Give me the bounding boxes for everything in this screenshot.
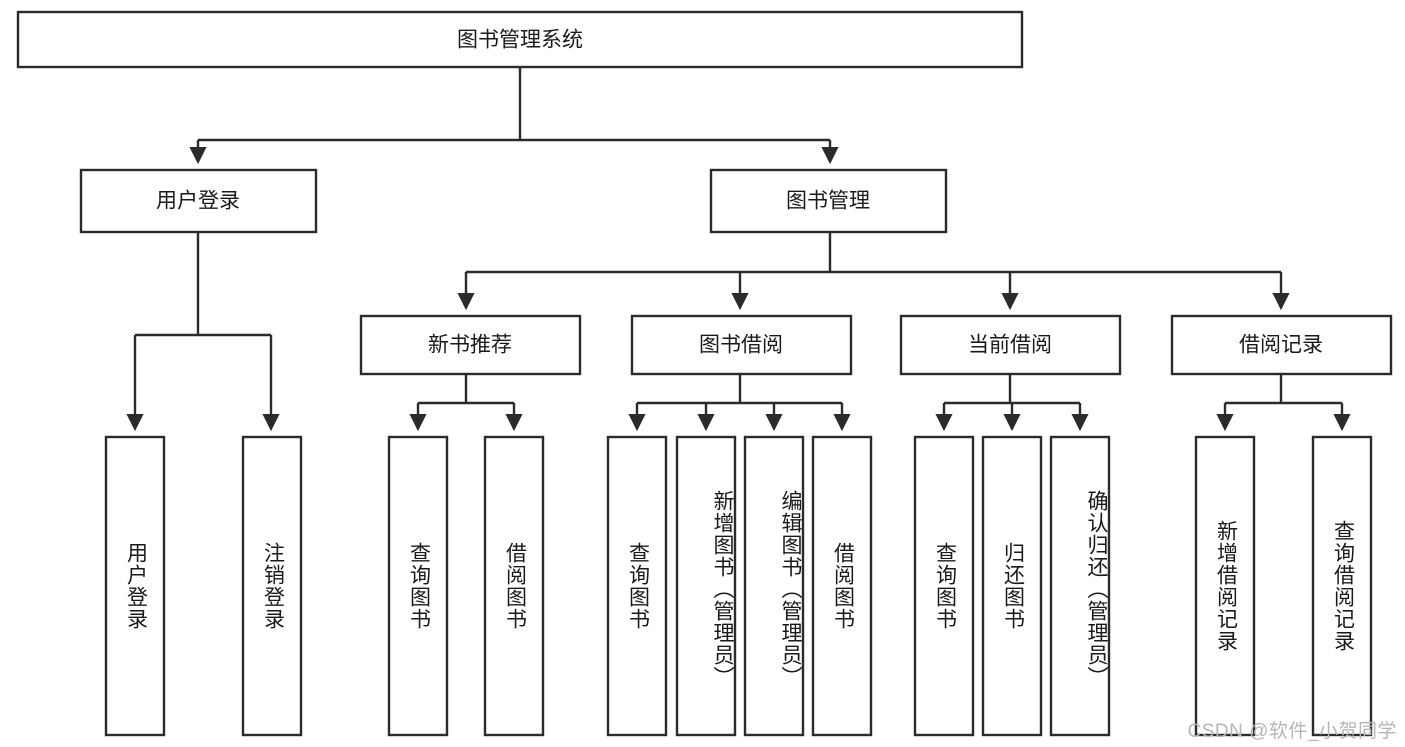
- leaf-box-logout-login[interactable]: [241, 435, 303, 737]
- node-borrow-record-box[interactable]: [1170, 314, 1393, 376]
- leaf-box-add-book[interactable]: [675, 435, 737, 737]
- node-new-book-recommend-label: 新书推荐: [428, 334, 512, 357]
- leaf-box-query-book-2[interactable]: [606, 435, 668, 737]
- leaf-box-edit-book[interactable]: [743, 435, 805, 737]
- leaf-box-query-book-1[interactable]: [387, 435, 449, 737]
- connector-group-new-book-recommend: [409, 374, 523, 432]
- leaf-box-query-record[interactable]: [1311, 435, 1373, 737]
- leaf-box-confirm-return[interactable]: [1049, 435, 1111, 737]
- leaf-box-borrow-book-1[interactable]: [483, 435, 545, 737]
- connector-group-book-management: [457, 232, 1290, 311]
- node-new-book-recommend-box[interactable]: [359, 314, 582, 376]
- csdn-watermark: CSDN @软件_小贺同学: [1187, 721, 1397, 742]
- node-new-book-recommend[interactable]: 新书推荐: [359, 314, 582, 376]
- leaf-boxes: [104, 435, 1373, 737]
- node-borrow-record[interactable]: 借阅记录: [1170, 314, 1393, 376]
- leaf-box-user-login[interactable]: [104, 435, 166, 737]
- node-book-borrow-box[interactable]: [630, 314, 853, 376]
- node-book-borrow[interactable]: 图书借阅: [630, 314, 853, 376]
- node-current-borrow[interactable]: 当前借阅: [899, 314, 1122, 376]
- connector-group-book-borrow: [628, 374, 851, 432]
- node-user-login[interactable]: 用户登录: [79, 168, 318, 234]
- leaf-box-add-record[interactable]: [1194, 435, 1256, 737]
- node-book-management-label: 图书管理: [786, 190, 870, 213]
- leaf-box-query-book-3[interactable]: [913, 435, 975, 737]
- node-root-box[interactable]: [16, 10, 1024, 69]
- connector-group-user-login: [126, 232, 280, 432]
- leaf-box-borrow-book-2[interactable]: [811, 435, 873, 737]
- node-book-management[interactable]: 图书管理: [709, 168, 948, 234]
- node-user-login-box[interactable]: [79, 168, 318, 234]
- node-borrow-record-label: 借阅记录: [1239, 334, 1323, 357]
- connector-group-root: [189, 67, 839, 165]
- node-current-borrow-label: 当前借阅: [968, 334, 1052, 357]
- connector-group-current-borrow: [935, 374, 1089, 432]
- node-root-label: 图书管理系统: [457, 29, 583, 52]
- node-user-login-label: 用户登录: [156, 190, 240, 213]
- node-book-borrow-label: 图书借阅: [699, 334, 783, 357]
- leaf-box-return-book[interactable]: [981, 435, 1043, 737]
- node-root[interactable]: 图书管理系统: [16, 10, 1024, 69]
- node-current-borrow-box[interactable]: [899, 314, 1122, 376]
- node-book-management-box[interactable]: [709, 168, 948, 234]
- connector-group-borrow-record: [1216, 374, 1351, 432]
